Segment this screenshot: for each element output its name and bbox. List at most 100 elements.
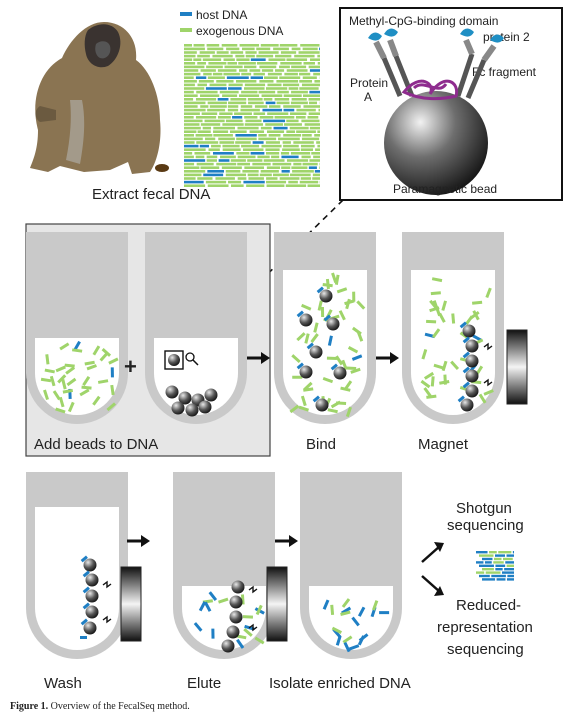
exogenous-dna-fragment [213, 130, 229, 133]
bead [333, 366, 347, 380]
exogenous-dna-fragment [268, 105, 281, 108]
bead [462, 324, 476, 338]
exogenous-dna-fragment [184, 126, 201, 130]
bead [465, 339, 479, 353]
exogenous-dna-fragment [227, 62, 237, 65]
exogenous-dna-fragment [267, 112, 289, 115]
exogenous-dna-fragment [439, 380, 450, 385]
exogenous-dna-fragment [200, 69, 216, 72]
host-dna-fragment [236, 638, 245, 649]
exogenous-dna-fragment [342, 635, 353, 644]
exogenous-dna-fragment [302, 162, 318, 166]
exogenous-dna-fragment [314, 80, 320, 83]
bead [204, 388, 218, 402]
exogenous-dna-fragment [264, 76, 278, 79]
exogenous-dna-fragment [227, 105, 239, 108]
exogenous-dna-fragment [203, 72, 212, 76]
exogenous-dna-fragment [245, 51, 257, 54]
exogenous-dna-fragment [351, 326, 362, 336]
exogenous-dna-fragment [208, 62, 227, 65]
exogenous-dna-fragment [303, 105, 320, 108]
exogenous-dna-fragment [313, 155, 320, 159]
exogenous-dna-fragment [248, 101, 264, 105]
host-dna-fragment [110, 367, 114, 378]
host-dna-fragment [199, 144, 210, 148]
tube-magnet-fluid [411, 270, 495, 415]
bound-host-dna [80, 555, 88, 563]
exogenous-dna-fragment [184, 62, 196, 65]
exogenous-dna-fragment [207, 76, 225, 79]
exogenous-dna-fragment [330, 604, 335, 616]
bead [229, 595, 243, 609]
host-dna-fragment [351, 616, 360, 627]
exogenous-dna-fragment [335, 355, 344, 366]
exogenous-dna-fragment [62, 388, 74, 394]
bead [315, 398, 329, 412]
reduced-label-2: representation [437, 619, 533, 636]
exogenous-dna-fragment [236, 634, 247, 640]
sequencing-read [502, 571, 514, 574]
exogenous-dna-fragment [247, 98, 263, 101]
magnifier-handle [192, 359, 199, 366]
host-dna-fragment [203, 173, 224, 177]
exogenous-dna-fragment [184, 141, 195, 144]
exogenous-dna-fragment [291, 98, 307, 101]
exogenous-dna-fragment [286, 130, 296, 133]
exogenous-dna-fragment [215, 177, 235, 180]
exogenous-dna-fragment [249, 130, 265, 133]
magnetic-force-mark [248, 623, 258, 632]
exogenous-dna-fragment [110, 384, 115, 396]
exogenous-dna-fragment [302, 76, 317, 79]
exogenous-dna-fragment [293, 141, 314, 144]
exogenous-dna-fragment [309, 159, 320, 162]
magnetic-force-mark [248, 585, 258, 594]
exogenous-dna-fragment [288, 180, 298, 184]
exogenous-dna-fragment [218, 137, 235, 141]
exogenous-dna-fragment [283, 105, 301, 108]
exogenous-dna-fragment [292, 375, 303, 379]
exogenous-dna-fragment [222, 148, 241, 151]
sequencing-read [484, 561, 492, 564]
protein2-label: protein 2 [483, 30, 530, 44]
exogenous-dna-fragment [322, 283, 333, 288]
exogenous-dna-fragment [296, 108, 316, 112]
exogenous-dna-fragment [101, 347, 112, 357]
exogenous-dna-fragment [266, 166, 281, 169]
exogenous-dna-fragment [184, 76, 194, 79]
exogenous-dna-fragment [256, 54, 274, 58]
exogenous-dna-fragment [228, 101, 247, 105]
exogenous-dna-fragment [296, 130, 316, 133]
exogenous-dna-fragment [299, 72, 311, 76]
protein-a-label: Protein [350, 76, 388, 90]
exogenous-dna-fragment [67, 401, 75, 413]
exogenous-dna-fragment [426, 319, 437, 324]
exogenous-dna-fragment [478, 393, 487, 404]
exogenous-dna-fragment [222, 144, 240, 148]
exogenous-dna-fragment [206, 159, 217, 162]
host-dna-fragment [212, 152, 234, 155]
host-dna-fragment [193, 622, 203, 632]
exogenous-dna-fragment [237, 126, 259, 130]
bead [299, 365, 313, 379]
bead [85, 589, 99, 603]
host-dna-fragment [262, 108, 283, 112]
arrow-to-shotgun [421, 545, 441, 563]
exogenous-dna-fragment [298, 51, 320, 54]
exogenous-dna-fragment [431, 277, 443, 283]
exogenous-dna-fragment [55, 365, 66, 373]
exogenous-dna-fragment [245, 54, 255, 58]
exogenous-dna-fragment [43, 389, 49, 400]
exogenous-dna-fragment [219, 112, 233, 115]
host-dna-fragment [424, 332, 436, 339]
sequencing-read [482, 578, 496, 581]
bound-host-dna [296, 362, 304, 370]
sequencing-read [493, 561, 504, 564]
tube-isolate [300, 472, 402, 659]
exogenous-dna-fragment [259, 65, 277, 69]
exogenous-dna-fragment [426, 394, 437, 399]
exogenous-dna-fragment [258, 51, 279, 54]
exogenous-dna-fragment [184, 94, 198, 97]
bound-host-dna [462, 336, 470, 344]
bead [229, 610, 243, 624]
legend-swatch-host [180, 12, 192, 16]
